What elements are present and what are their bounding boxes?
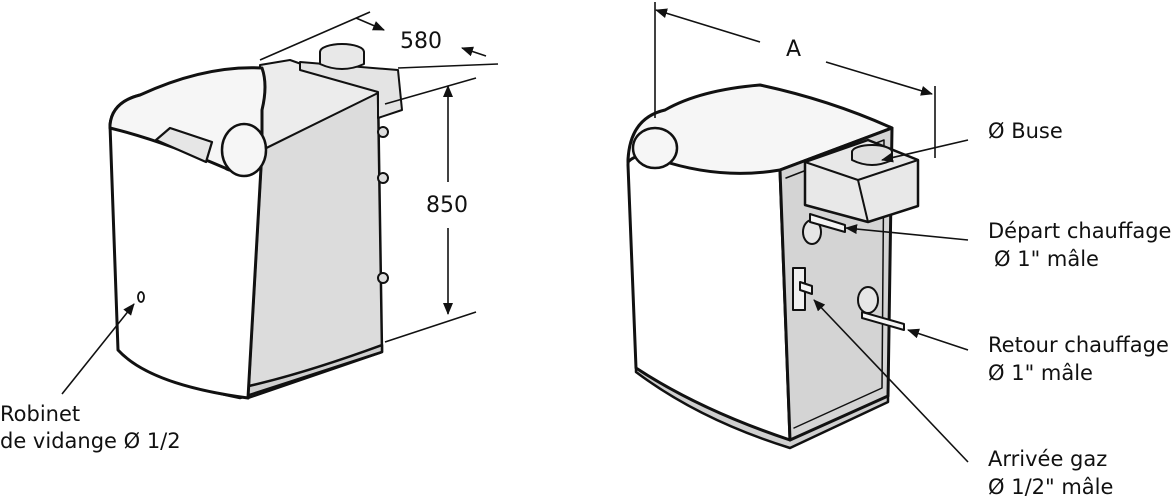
flow-label-line1: Départ chauffage [988,219,1171,243]
drain-leader-line [61,303,135,395]
flow-label-line2: Ø 1" mâle [994,247,1099,271]
width-dimension-label: A [786,37,801,62]
rear-leader-lines [813,139,969,463]
front-view-boiler [108,43,403,400]
return-label-line2: Ø 1" mâle [988,361,1093,385]
gas-label-line2: Ø 1/2" mâle [988,475,1113,499]
flow-pipe [809,213,846,233]
flue-box [299,61,403,119]
height-dimension [384,77,477,343]
rear-top-roll [631,126,679,170]
gas-pipe [799,281,813,295]
handle-slot [154,126,214,164]
depth-dimension [259,11,499,69]
drain-valve [137,291,145,303]
gas-label-line1: Arrivée gaz [988,447,1107,471]
drain-label-line2: de vidange Ø 1/2 [0,429,181,453]
return-label-line1: Retour chauffage [988,333,1169,357]
width-dimension [654,2,936,158]
height-dimension-label: 850 [426,193,468,218]
rear-view-boiler [626,83,920,450]
drain-label-line1: Robinet [0,402,80,426]
flue-label: Ø Buse [988,119,1063,143]
front-top-roll [220,122,268,178]
depth-dimension-label: 580 [400,29,442,54]
return-pipe [861,311,905,331]
